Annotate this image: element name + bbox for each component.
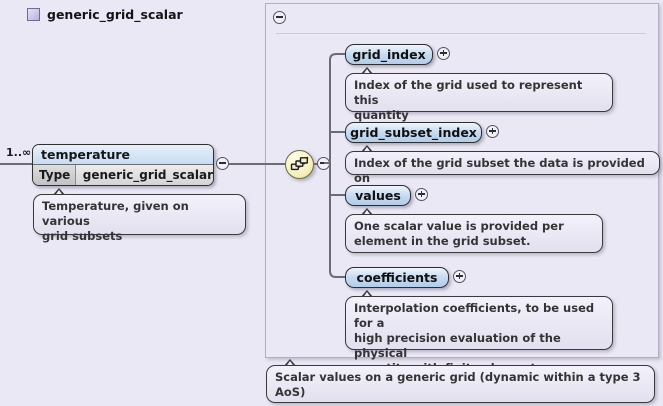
expand-icon-grid-index[interactable] xyxy=(437,47,450,60)
element-type-value: generic_grid_scalar xyxy=(75,165,213,185)
expand-icon-grid-subset-index[interactable] xyxy=(486,125,499,138)
annotation-values: One scalar value is provided per element… xyxy=(345,214,603,253)
node-label: grid_index xyxy=(352,47,426,62)
node-grid-subset-index[interactable]: grid_subset_index xyxy=(345,122,482,143)
header-divider xyxy=(276,33,646,34)
node-coefficients[interactable]: coefficients xyxy=(345,267,449,288)
annotation-grid-subset-index: Index of the grid subset the data is pro… xyxy=(345,151,660,185)
container-title: generic_grid_scalar xyxy=(47,7,183,22)
container-header xyxy=(266,4,658,33)
balloon-notch-fill xyxy=(361,210,372,217)
element-collapse-icon[interactable] xyxy=(216,157,229,170)
balloon-notch-fill xyxy=(53,190,64,197)
node-grid-index[interactable]: grid_index xyxy=(345,44,433,65)
expand-icon-coefficients[interactable] xyxy=(453,270,466,283)
annotation-temperature: Temperature, given on various grid subse… xyxy=(33,194,246,243)
complex-type-icon xyxy=(27,8,40,21)
annotation-text: One scalar value is provided per element… xyxy=(354,219,564,248)
balloon-notch-fill xyxy=(284,361,295,368)
balloon-notch-fill xyxy=(361,292,372,299)
expand-icon-values[interactable] xyxy=(415,188,428,201)
connector-left-stub xyxy=(0,163,36,165)
annotation-text: Index of the grid subset the data is pro… xyxy=(354,156,645,185)
node-label: coefficients xyxy=(356,270,438,285)
balloon-notch-fill xyxy=(361,69,372,76)
annotation-coefficients: Interpolation coefficients, to be used f… xyxy=(345,296,613,375)
element-type-label: Type xyxy=(33,165,76,185)
balloon-notch-fill xyxy=(361,147,372,154)
node-label: grid_subset_index xyxy=(350,125,477,140)
cardinality-label: 1..∞ xyxy=(6,146,32,159)
container-collapse-icon[interactable] xyxy=(273,11,286,24)
annotation-container-footer: Scalar values on a generic grid (dynamic… xyxy=(266,365,655,403)
sequence-icon xyxy=(290,156,309,171)
annotation-grid-index: Index of the grid used to represent this… xyxy=(345,73,613,122)
node-label: values xyxy=(355,188,401,203)
element-box-temperature[interactable]: temperature Type generic_grid_scalar xyxy=(32,144,214,186)
connector-element-to-compositor xyxy=(229,163,286,165)
node-values[interactable]: values xyxy=(345,185,411,206)
annotation-text: Scalar values on a generic grid (dynamic… xyxy=(275,370,641,399)
sequence-compositor[interactable] xyxy=(285,150,314,179)
element-type-row: Type generic_grid_scalar xyxy=(33,165,213,185)
element-name: temperature xyxy=(33,145,213,165)
annotation-text: Index of the grid used to represent this… xyxy=(354,78,583,122)
tree-branch-lines xyxy=(324,53,345,278)
annotation-text: Temperature, given on various grid subse… xyxy=(42,199,189,243)
connector-compositor-right-stub xyxy=(314,163,318,165)
